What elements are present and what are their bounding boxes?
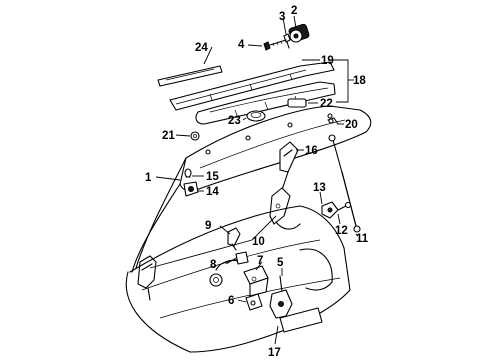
callout-labels: 1 2 3 4 5 6 7 8 9 10 11 12 13 14 15 16 1… — [145, 5, 369, 359]
emblem-strip — [157, 65, 223, 87]
lamp-bulb — [184, 168, 192, 178]
bumper-stop — [190, 131, 200, 141]
release-actuator — [209, 251, 249, 287]
callout-4: 4 — [238, 39, 245, 51]
lid-latch-switch — [321, 201, 352, 219]
callout-11: 11 — [356, 233, 369, 245]
callout-23: 23 — [228, 115, 241, 127]
callout-3: 3 — [279, 11, 285, 23]
callout-1: 1 — [145, 172, 152, 184]
callout-16: 16 — [305, 145, 318, 157]
latch-motor — [243, 265, 269, 297]
callout-10: 10 — [252, 236, 265, 248]
leader-lines — [149, 15, 359, 345]
lock-actuator — [269, 275, 293, 319]
hinge-lower — [269, 187, 301, 230]
retainer-bolt — [283, 33, 291, 49]
callout-7: 7 — [257, 255, 263, 267]
mounting-screw — [263, 39, 287, 51]
callout-6: 6 — [228, 295, 234, 307]
clip-fastener — [327, 117, 339, 125]
gas-strut — [328, 134, 361, 233]
callout-12: 12 — [335, 225, 348, 237]
callout-15: 15 — [206, 171, 219, 183]
callout-19: 19 — [321, 55, 334, 67]
callout-17: 17 — [268, 347, 281, 359]
callout-2: 2 — [291, 5, 297, 17]
callout-22: 22 — [320, 98, 333, 110]
callout-13: 13 — [313, 182, 326, 194]
callout-18: 18 — [353, 75, 366, 87]
hinge-upper — [279, 141, 299, 191]
callout-9: 9 — [205, 220, 211, 232]
callout-21: 21 — [162, 130, 175, 142]
striker — [227, 227, 241, 251]
courtesy-lamp — [183, 181, 199, 197]
callout-20: 20 — [345, 119, 358, 131]
callout-5: 5 — [277, 257, 284, 269]
spoiler-assembly — [169, 61, 336, 125]
callout-24: 24 — [195, 42, 208, 54]
callout-8: 8 — [210, 259, 217, 271]
hinge-left — [137, 255, 157, 301]
lock-cylinder — [288, 23, 310, 43]
trunk-latch — [245, 293, 263, 311]
callout-14: 14 — [206, 186, 219, 198]
trunk-body — [125, 205, 351, 353]
